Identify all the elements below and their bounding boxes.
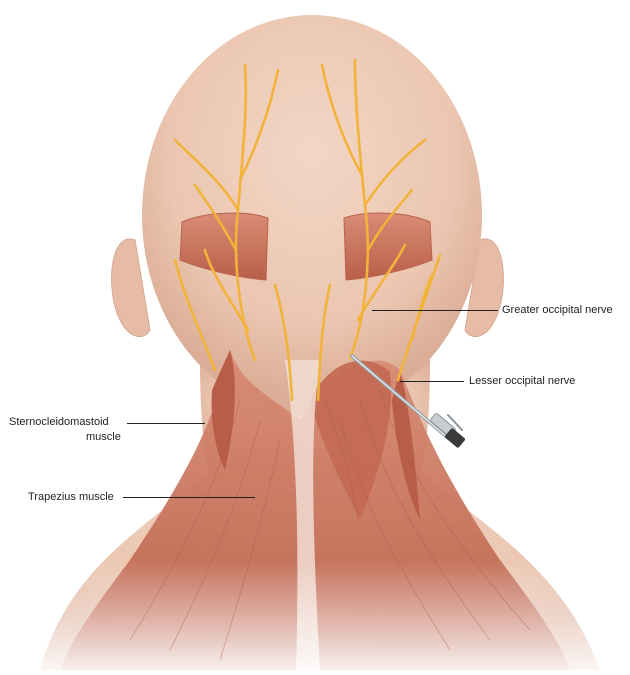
sternocleidomastoid-leader: [127, 423, 205, 424]
lesser-occipital-nerve-leader: [400, 381, 464, 382]
head: [142, 15, 482, 415]
trapezius-muscle-leader: [123, 497, 255, 498]
left-ear: [112, 239, 150, 337]
greater-occipital-nerve-leader: [372, 310, 498, 311]
sternocleidomastoid-label-line1: Sternocleidomastoid: [9, 416, 109, 429]
trapezius-muscle-label: Trapezius muscle: [28, 491, 114, 504]
bottom-fade: [0, 560, 630, 670]
lesser-occipital-nerve-label: Lesser occipital nerve: [469, 375, 575, 388]
sternocleidomastoid-label-line2: muscle: [86, 431, 121, 444]
greater-occipital-nerve-label: Greater occipital nerve: [502, 304, 613, 317]
